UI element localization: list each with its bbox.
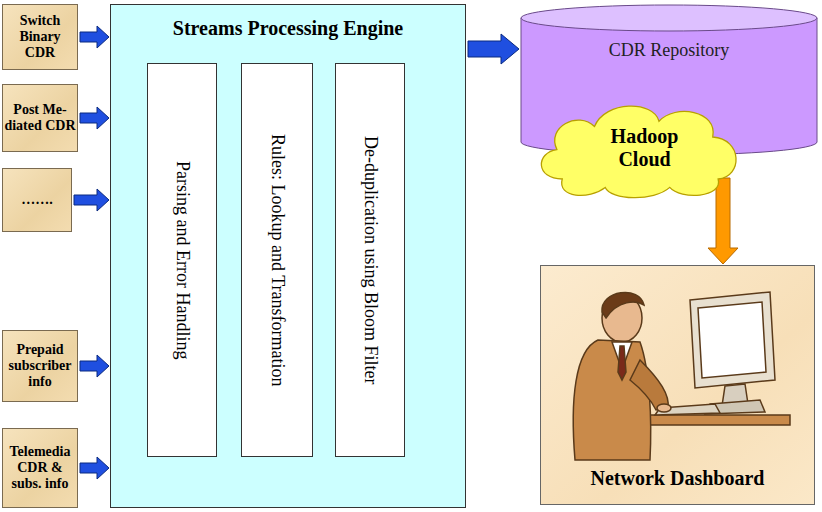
hadoop-cloud: Hadoop Cloud [530,95,745,200]
input-source-box: Switch Binary CDR [2,4,78,70]
stage-column: De-duplication using Bloom Filter [335,63,405,457]
node-label: CDR Repository [520,4,818,61]
flow-arrow [80,26,109,48]
stage-column: Rules: Lookup and Transformation [241,63,313,457]
flow-arrow [80,107,109,129]
node-label: De-duplication using Bloom Filter [360,136,381,384]
flow-arrow [80,457,109,479]
operator-figure [573,292,790,460]
panel-title: Streams Processing Engine [111,5,465,40]
node-label: Switch Binary CDR [3,13,77,60]
flow-arrow [80,355,109,377]
flow-arrow [468,34,519,64]
node-label: Network Dashboard [591,467,765,490]
dashboard-panel: Network Dashboard [540,265,815,505]
node-label: ……. [21,192,53,208]
dashboard-ground [540,265,815,505]
node-label: Rules: Lookup and Transformation [267,134,288,387]
input-source-box: ……. [2,168,72,232]
input-source-box: Telemedia CDR & subs. info [2,428,78,508]
flow-arrow [74,189,109,211]
engine-panel: Streams Processing EngineParsing and Err… [110,4,466,508]
stage-column: Parsing and Error Handling [147,63,217,457]
input-source-box: Post Me- diated CDR [2,84,78,152]
node-label: Prepaid subscriber info [3,342,77,389]
node-label: Hadoop Cloud [595,125,695,171]
node-label: Parsing and Error Handling [172,161,193,359]
node-label: Telemedia CDR & subs. info [3,444,77,491]
input-source-box: Prepaid subscriber info [2,330,78,402]
node-label: Post Me- diated CDR [3,102,77,133]
